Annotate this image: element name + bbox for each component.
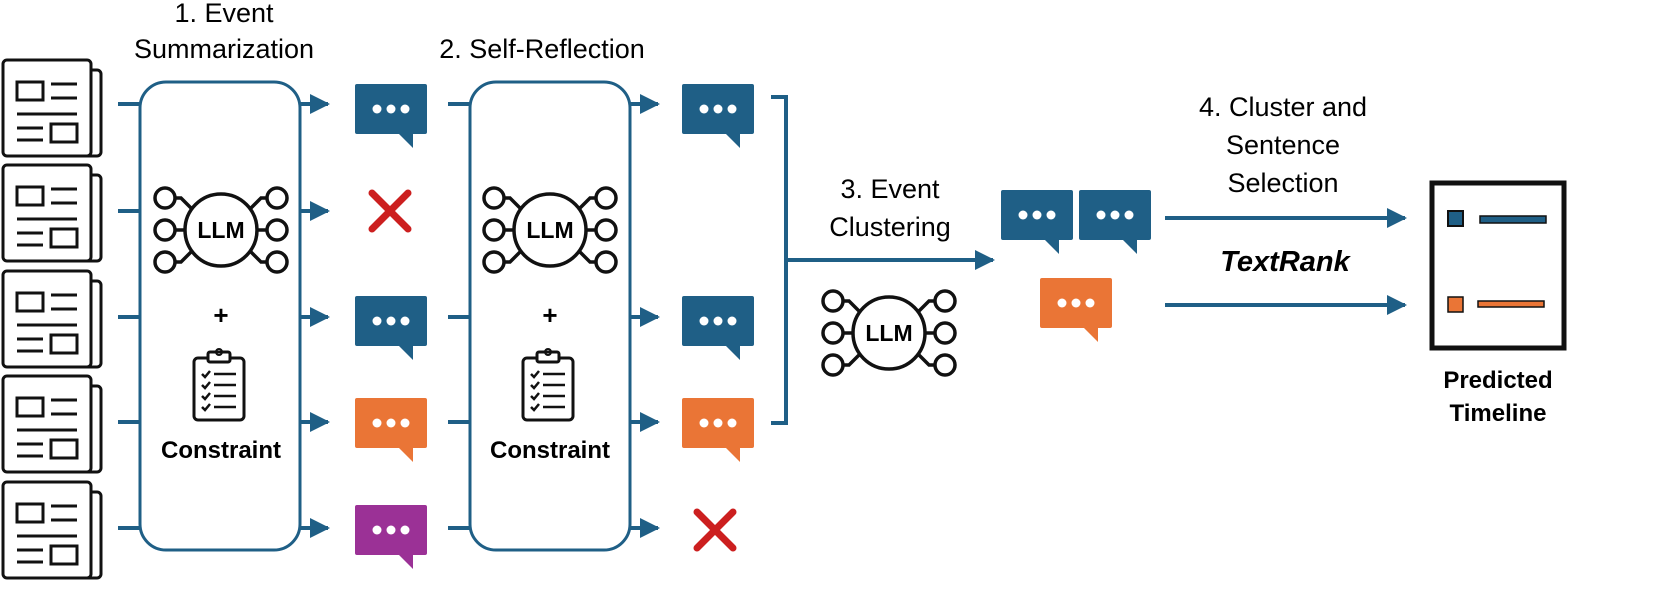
newspaper-icon bbox=[1, 163, 103, 263]
output-title-line2: Timeline bbox=[1450, 400, 1547, 427]
red-x-icon bbox=[372, 193, 408, 229]
newspaper-icon bbox=[1, 480, 103, 580]
speech-bubble-icon bbox=[355, 505, 427, 569]
constraint-label: Constraint bbox=[161, 437, 281, 464]
step4-title-line1: 4. Cluster and bbox=[1199, 92, 1367, 122]
output-title-line1: Predicted bbox=[1443, 367, 1552, 394]
speech-bubble-icon bbox=[355, 296, 427, 360]
llm-label: LLM bbox=[197, 217, 244, 243]
constraint-label: Constraint bbox=[490, 437, 610, 464]
step4-title-line2: Sentence bbox=[1226, 130, 1340, 160]
timeline-document-icon bbox=[1429, 180, 1567, 351]
speech-bubble-icon bbox=[682, 84, 754, 148]
step2-title: 2. Self-Reflection bbox=[439, 34, 645, 64]
speech-bubble-icon bbox=[355, 398, 427, 462]
speech-bubble-icon bbox=[1001, 190, 1073, 254]
step3-title-line1: 3. Event bbox=[840, 174, 940, 204]
speech-bubble-icon bbox=[1040, 278, 1112, 342]
speech-bubble-icon bbox=[355, 84, 427, 148]
newspaper-icon bbox=[1, 374, 103, 474]
step4-title-line3: Selection bbox=[1227, 168, 1338, 198]
plus-sign: + bbox=[213, 300, 228, 330]
plus-sign: + bbox=[542, 300, 557, 330]
speech-bubble-icon bbox=[682, 296, 754, 360]
llm-label: LLM bbox=[865, 320, 912, 346]
step3-title-line2: Clustering bbox=[829, 212, 951, 242]
clipboard-checklist-icon bbox=[192, 347, 246, 422]
speech-bubble-icon bbox=[1079, 190, 1151, 254]
newspaper-icon bbox=[1, 269, 103, 369]
llm-label: LLM bbox=[526, 217, 573, 243]
step1-title-line1: 1. Event bbox=[174, 0, 274, 28]
textrank-label: TextRank bbox=[1220, 246, 1351, 278]
newspaper-icon bbox=[1, 58, 103, 158]
step1-title-line2: Summarization bbox=[134, 34, 314, 64]
red-x-icon bbox=[697, 512, 733, 548]
clipboard-checklist-icon bbox=[521, 347, 575, 422]
merge-bracket bbox=[771, 95, 788, 425]
speech-bubble-icon bbox=[682, 398, 754, 462]
